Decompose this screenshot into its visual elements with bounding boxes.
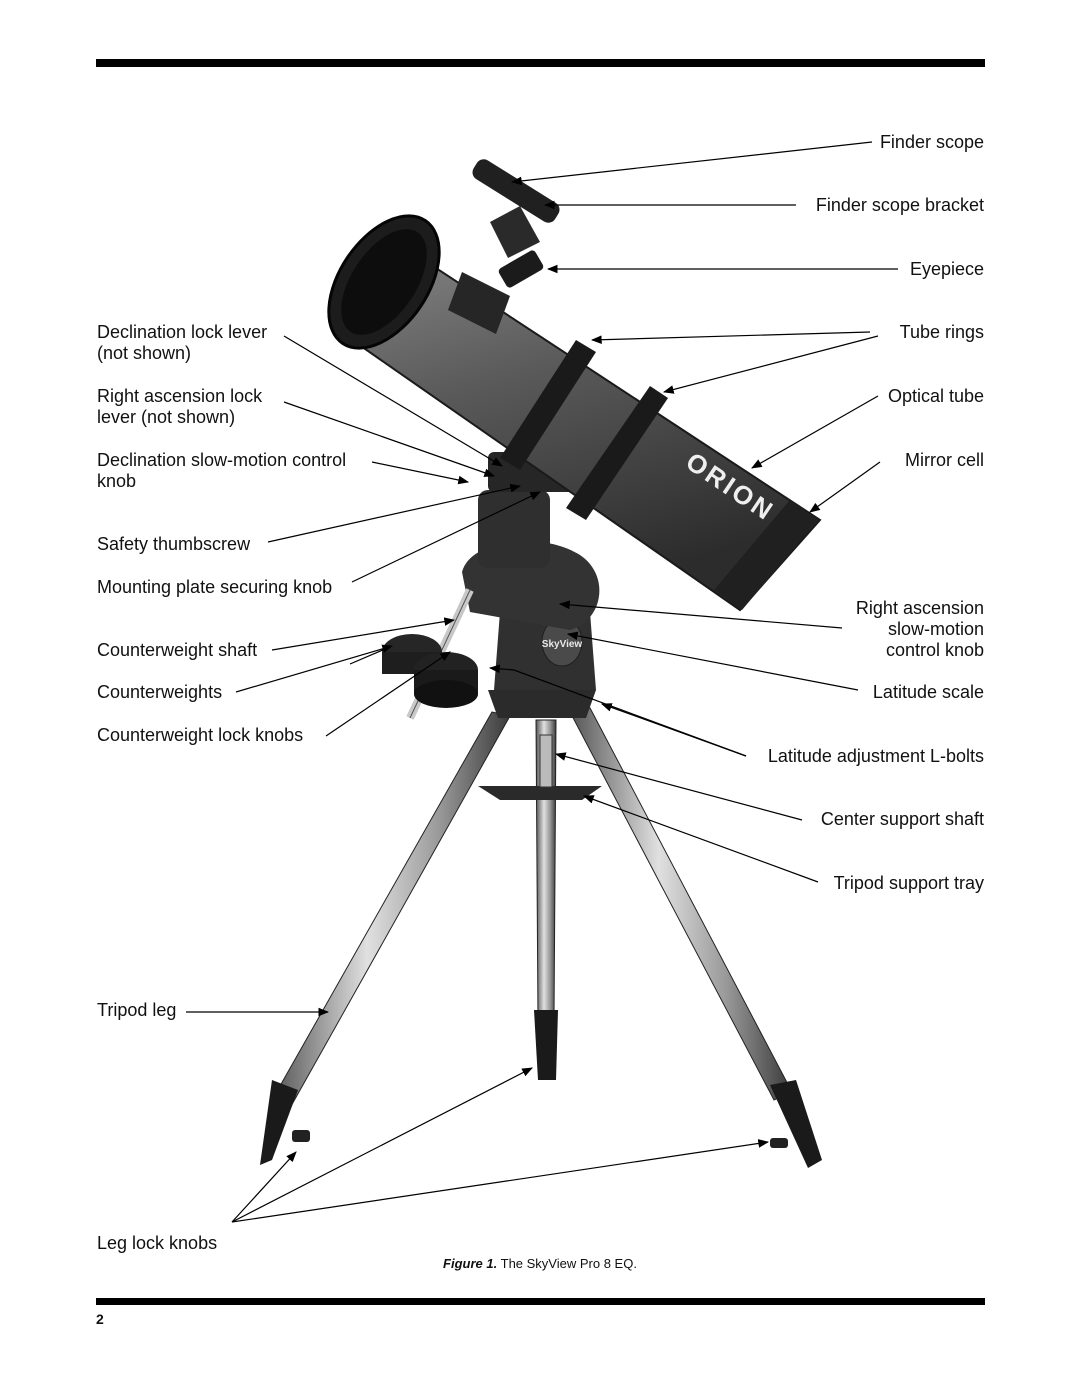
leader-counterweight-shaft <box>271 617 456 651</box>
label-ra-lock-lever-2: lever (not shown) <box>97 407 236 427</box>
leader-tube-ring-1 <box>590 331 871 345</box>
leader-optical-tube <box>751 395 879 469</box>
leader-latitude-scale <box>566 631 859 691</box>
leader-safety-thumbscrew <box>267 483 522 543</box>
figure-number: Figure 1. <box>443 1256 498 1271</box>
tripod-support-tray <box>478 786 602 800</box>
top-rule <box>96 59 985 67</box>
leader-dec-lock <box>283 335 503 467</box>
leader-ra-lock <box>283 401 496 477</box>
label-declination-lock-lever-2: (not shown) <box>97 343 192 363</box>
leader-mounting-plate <box>351 491 541 583</box>
leader-lat-bolt-1 <box>488 664 747 757</box>
leader-counterweights-b <box>349 645 393 665</box>
optical-tube: ORION <box>327 159 822 612</box>
leader-leg-lock-left <box>231 1151 297 1223</box>
tripod-head <box>488 690 596 718</box>
mount-badge: SkyView <box>542 639 583 650</box>
label-declination-lock-lever-1: Declination lock lever <box>97 322 268 342</box>
tripod <box>260 690 822 1168</box>
label-mounting-plate-knob: Mounting plate securing knob <box>97 577 333 597</box>
label-center-support-shaft: Center support shaft <box>820 809 984 829</box>
label-mirror-cell: Mirror cell <box>905 450 984 470</box>
page-number: 2 <box>96 1311 104 1327</box>
leader-tube-ring-2 <box>662 335 879 394</box>
label-dec-slow-motion-1: Declination slow-motion control <box>97 450 347 470</box>
label-eyepiece: Eyepiece <box>909 259 984 279</box>
equatorial-mount: SkyView <box>382 452 600 720</box>
leader-dec-slow <box>371 461 470 485</box>
leader-leg-lock-center <box>231 1067 533 1223</box>
leader-lines <box>186 141 898 1223</box>
label-dec-slow-motion-2: knob <box>97 471 137 491</box>
bottom-rule <box>96 1298 985 1305</box>
dec-housing <box>478 490 550 568</box>
label-tripod-leg: Tripod leg <box>97 1000 177 1020</box>
label-safety-thumbscrew: Safety thumbscrew <box>97 534 251 554</box>
leader-tray <box>582 795 819 883</box>
label-counterweights: Counterweights <box>97 682 223 702</box>
label-finder-scope: Finder scope <box>879 132 984 152</box>
leg-lock-knob-right <box>770 1138 788 1148</box>
leg-foot-left <box>260 1080 298 1165</box>
tube-ring-rear <box>566 386 668 520</box>
leader-ra-slow <box>558 600 843 629</box>
label-counterweight-lock-knobs: Counterweight lock knobs <box>97 725 304 745</box>
label-optical-tube: Optical tube <box>887 386 984 406</box>
leader-finder-scope <box>510 141 873 186</box>
label-ra-lock-lever-1: Right ascension lock <box>97 386 263 406</box>
finder-scope-bracket <box>490 206 540 258</box>
label-counterweight-shaft: Counterweight shaft <box>97 640 258 660</box>
leg-foot-right <box>770 1080 822 1168</box>
leader-mirror-cell <box>809 461 881 513</box>
figure-caption-text: The SkyView Pro 8 EQ. <box>500 1256 637 1271</box>
leader-center-shaft <box>554 752 803 821</box>
tripod-leg-left <box>271 711 511 1109</box>
center-support-shaft <box>539 734 553 788</box>
label-finder-scope-bracket: Finder scope bracket <box>815 195 984 215</box>
figure-caption: Figure 1. The SkyView Pro 8 EQ. <box>0 1256 1080 1272</box>
mirror-cell <box>714 500 818 610</box>
eyepiece <box>498 250 544 288</box>
label-tripod-support-tray: Tripod support tray <box>833 873 984 893</box>
leader-leg-lock-right <box>231 1139 770 1223</box>
label-latitude-adjustment: Latitude adjustment L-bolts <box>767 746 984 766</box>
label-ra-slow-motion-2: slow-motion <box>887 619 984 639</box>
focuser <box>448 272 510 334</box>
leader-cw-lock <box>325 651 451 737</box>
label-latitude-scale: Latitude scale <box>872 682 984 702</box>
label-leg-lock-knobs: Leg lock knobs <box>97 1233 218 1253</box>
tube-ring-front <box>500 340 596 470</box>
leg-lock-knob-left <box>292 1130 310 1142</box>
finder-scope <box>472 159 560 223</box>
label-ra-slow-motion-3: control knob <box>885 640 984 660</box>
leg-foot-center <box>534 1010 558 1080</box>
label-tube-rings: Tube rings <box>899 322 984 342</box>
leader-lat-bolt-2 <box>600 703 747 757</box>
label-ra-slow-motion-1: Right ascension <box>855 598 984 618</box>
leader-counterweights-a <box>235 644 394 693</box>
